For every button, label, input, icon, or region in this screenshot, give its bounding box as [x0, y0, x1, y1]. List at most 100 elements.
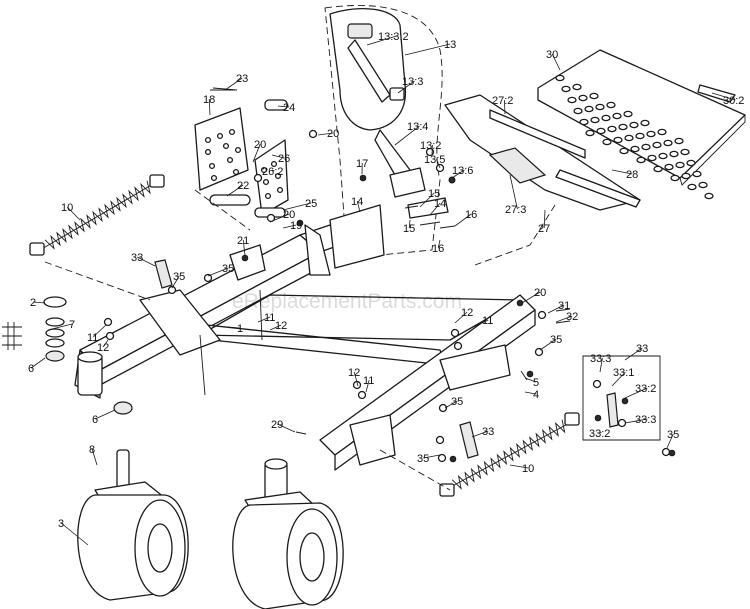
- callout-27: 27: [538, 223, 550, 235]
- callout-6a: 6: [28, 363, 34, 375]
- callout-5: 5: [533, 377, 539, 389]
- plate-holes: [204, 128, 284, 200]
- callout-16b: 16: [432, 243, 444, 255]
- callout-35d: 35: [451, 396, 463, 408]
- callout-13: 13: [444, 39, 456, 51]
- callout-13-6: 13:6: [452, 165, 473, 177]
- leader-line: [94, 409, 116, 420]
- decal-27-3: [488, 147, 547, 184]
- bearing-stack-left: [43, 296, 67, 362]
- leader-line: [624, 418, 648, 424]
- callout-35c: 35: [550, 334, 562, 346]
- callout-11b: 11: [87, 332, 98, 344]
- callout-11a: 11: [482, 315, 493, 327]
- bracket-33-bottom: [459, 421, 479, 459]
- chain-kit-box-33: [582, 355, 661, 441]
- wheel-3: [77, 494, 189, 601]
- leader-line: [102, 339, 109, 348]
- leader-line: [137, 256, 156, 267]
- callout-35b: 35: [222, 263, 234, 275]
- callout-13-5: 13:5: [424, 154, 445, 166]
- callout-20a: 20: [254, 139, 266, 151]
- leader-line: [521, 291, 541, 304]
- bracket-33-top: [154, 259, 173, 289]
- leader-line: [92, 324, 107, 338]
- leader-line: [454, 213, 472, 227]
- leader-line: [91, 448, 98, 466]
- callout-12b: 12: [275, 320, 287, 332]
- leader-line: [423, 454, 441, 459]
- callout-24: 24: [283, 102, 295, 114]
- strip-27-2: [489, 109, 586, 159]
- rail-28: [555, 169, 641, 208]
- leader-line: [624, 347, 643, 361]
- leader-line: [444, 400, 458, 409]
- leader-line: [624, 387, 648, 399]
- leader-line: [224, 77, 243, 91]
- callout-16a: 16: [465, 209, 477, 221]
- leader-line: [282, 202, 312, 211]
- leader-line: [242, 239, 246, 256]
- leader-line: [504, 99, 506, 115]
- leader-line: [397, 80, 415, 94]
- leader-line: [252, 143, 261, 163]
- leader-line: [277, 423, 296, 433]
- callout-8: 8: [89, 444, 95, 456]
- leader-line: [408, 219, 411, 229]
- leader-line: [539, 338, 557, 351]
- spring-10-right: [439, 412, 580, 497]
- spacer-22: [209, 194, 251, 206]
- callout-29: 29: [271, 419, 283, 431]
- nut-13-6: [448, 176, 456, 184]
- leader-line: [451, 169, 465, 179]
- callout-20b: 20: [327, 128, 339, 140]
- leader-line: [269, 213, 290, 223]
- callout-33-3a: 33:3: [590, 353, 611, 365]
- leader-line: [471, 430, 489, 438]
- leader-line: [282, 224, 297, 229]
- callout-22: 22: [237, 180, 249, 192]
- bracket-30-2: [697, 84, 736, 103]
- leader-line: [271, 154, 285, 159]
- callout-14a: 14: [351, 196, 363, 208]
- callout-6b: 6: [92, 414, 98, 426]
- callout-20c: 20: [283, 209, 295, 221]
- shim-bolts-7: [2, 322, 22, 350]
- spring-10-left: [29, 174, 165, 256]
- leader-line: [394, 125, 420, 146]
- callout-23: 23: [236, 73, 248, 85]
- bearing-6: [113, 401, 133, 415]
- pedal-13-3-2: [347, 23, 373, 39]
- leader-line: [66, 206, 81, 221]
- callout-21: 21: [237, 235, 249, 247]
- callout-30-2: 30:2: [723, 95, 744, 107]
- leader-line: [429, 202, 441, 216]
- leader-line: [60, 522, 89, 546]
- callout-33a: 33: [131, 252, 143, 264]
- leader-line: [30, 357, 46, 369]
- bracket-14: [329, 204, 385, 269]
- callout-31: 31: [558, 300, 570, 312]
- leader-line: [353, 371, 359, 387]
- callout-13-4: 13:4: [407, 121, 428, 133]
- callout-14b: 14: [434, 198, 446, 210]
- leader-line: [437, 239, 441, 249]
- leader-line: [207, 267, 229, 277]
- leader-line: [555, 315, 573, 323]
- callout-20d: 20: [534, 287, 546, 299]
- leader-line: [33, 301, 46, 304]
- callout-33b: 33: [636, 343, 648, 355]
- leader-dash-18: [194, 189, 251, 231]
- leader-line: [454, 311, 468, 324]
- pivot-13: [389, 167, 426, 198]
- callout-17: 17: [356, 158, 368, 170]
- leader-line: [666, 433, 674, 449]
- callout-15a: 15: [428, 188, 440, 200]
- callout-25: 25: [305, 198, 317, 210]
- leader-line: [472, 319, 489, 328]
- callout-33-2a: 33:2: [635, 383, 656, 395]
- caster-tube-left: [77, 351, 103, 396]
- leader-line: [317, 132, 334, 136]
- caster-tube-right: [264, 458, 288, 501]
